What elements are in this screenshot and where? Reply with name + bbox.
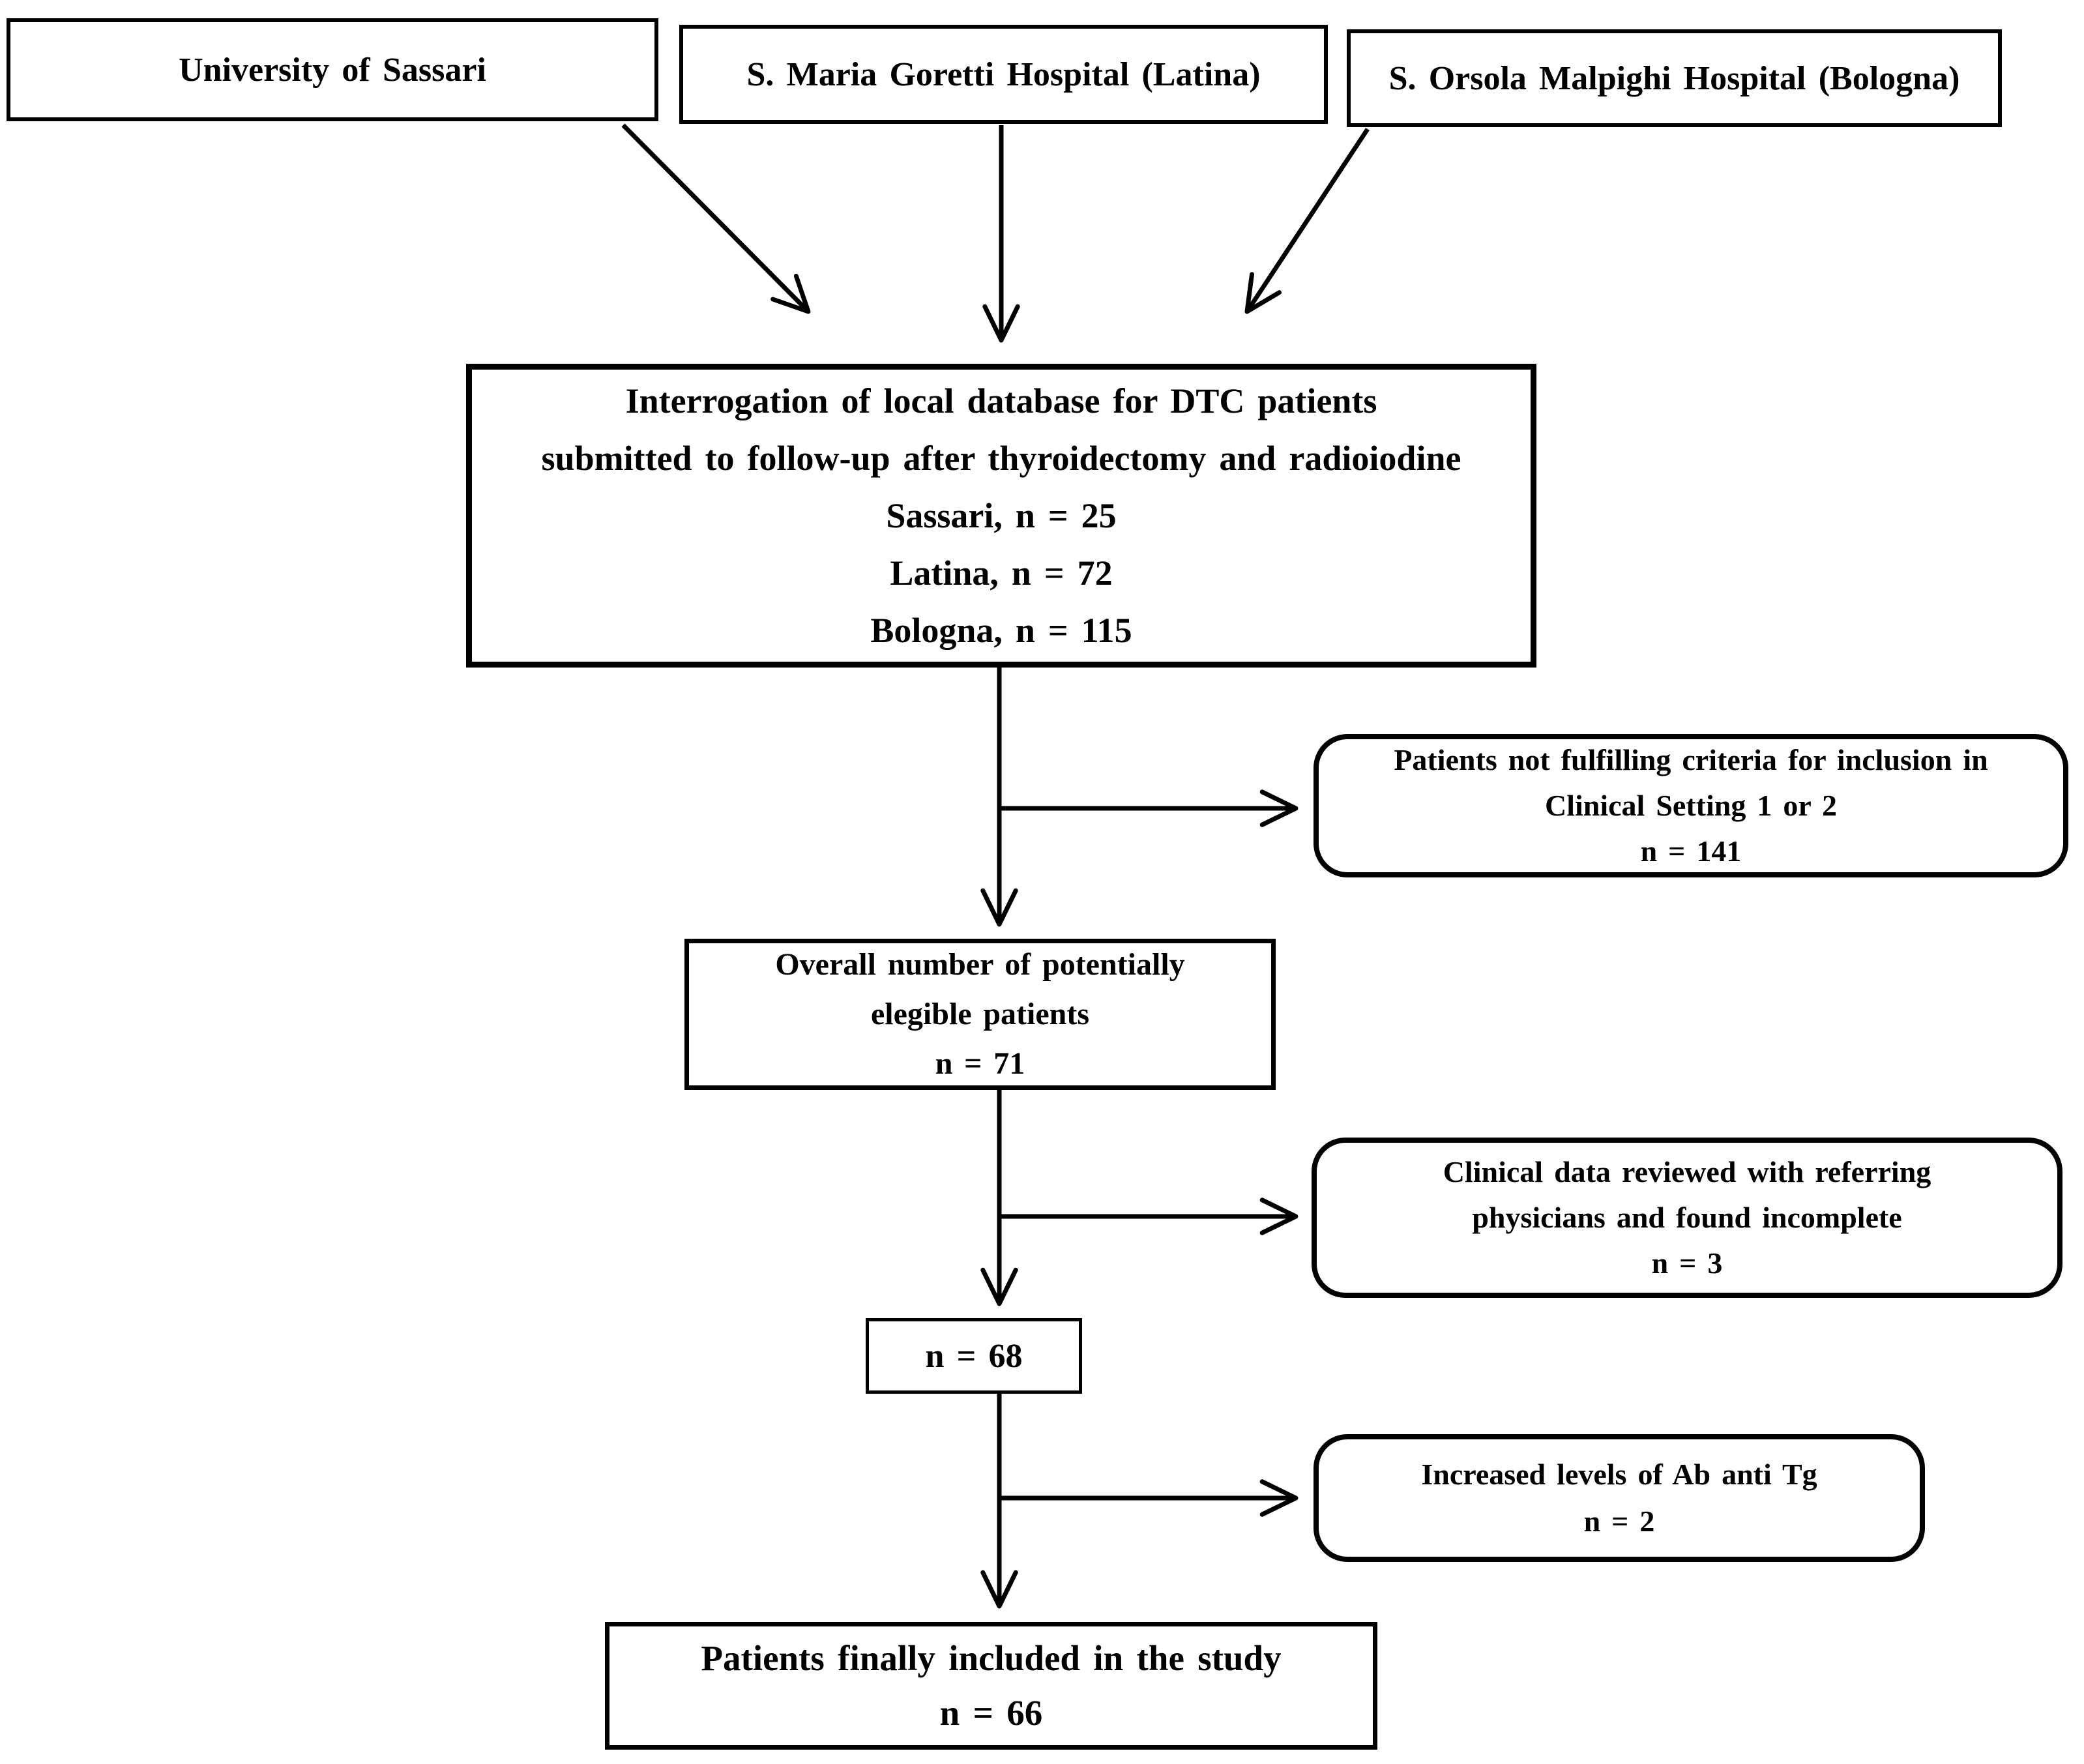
box-text-line: Clinical data reviewed with referring bbox=[1443, 1155, 1931, 1188]
box-text-line: Interrogation of local database for DTC … bbox=[625, 381, 1377, 420]
source-box-label: S. Orsola Malpighi Hospital (Bologna) bbox=[1388, 59, 1960, 97]
box-text-line: Patients not fulfilling criteria for inc… bbox=[1394, 743, 1988, 776]
box-text-line: submitted to follow-up after thyroidecto… bbox=[541, 439, 1461, 478]
box-text-line: Patients finally included in the study bbox=[701, 1638, 1282, 1678]
excluded-ab-anti-tg-box: Increased levels of Ab anti Tg n = 2 bbox=[1314, 1434, 1925, 1562]
database-interrogation-box: Interrogation of local database for DTC … bbox=[466, 364, 1536, 668]
count-latina: Latina, n = 72 bbox=[890, 553, 1113, 593]
source-box-label: S. Maria Goretti Hospital (Latina) bbox=[746, 55, 1261, 93]
count-after-review: n = 68 bbox=[925, 1337, 1023, 1375]
eligible-count: n = 71 bbox=[935, 1046, 1025, 1081]
eligible-patients-box: Overall number of potentially elegible p… bbox=[684, 939, 1276, 1090]
source-box-label: University of Sassari bbox=[179, 51, 486, 89]
count-bologna: Bologna, n = 115 bbox=[870, 611, 1132, 650]
source-box-bologna-hospital: S. Orsola Malpighi Hospital (Bologna) bbox=[1347, 29, 2002, 127]
arrow-sassari-to-database bbox=[621, 123, 811, 314]
box-text-line: Overall number of potentially bbox=[775, 947, 1185, 982]
count-sassari: Sassari, n = 25 bbox=[886, 496, 1117, 535]
exclusion-count: n = 3 bbox=[1651, 1246, 1723, 1280]
excluded-incomplete-data-box: Clinical data reviewed with referring ph… bbox=[1312, 1138, 2062, 1298]
box-text-line: elegible patients bbox=[870, 997, 1090, 1031]
box-text-line: Clinical Setting 1 or 2 bbox=[1544, 789, 1837, 822]
n68-count-box: n = 68 bbox=[866, 1318, 1082, 1394]
source-box-university-of-sassari: University of Sassari bbox=[7, 18, 658, 121]
arrow-bologna-to-database bbox=[1244, 128, 1370, 314]
excluded-not-fulfilling-box: Patients not fulfilling criteria for inc… bbox=[1314, 734, 2068, 877]
source-box-latina-hospital: S. Maria Goretti Hospital (Latina) bbox=[679, 25, 1328, 124]
final-included-box: Patients finally included in the study n… bbox=[605, 1622, 1377, 1750]
box-text-line: Increased levels of Ab anti Tg bbox=[1421, 1458, 1817, 1491]
exclusion-count: n = 2 bbox=[1583, 1505, 1655, 1538]
final-count: n = 66 bbox=[939, 1693, 1043, 1733]
exclusion-count: n = 141 bbox=[1640, 834, 1742, 868]
box-text-line: physicians and found incomplete bbox=[1472, 1201, 1902, 1234]
